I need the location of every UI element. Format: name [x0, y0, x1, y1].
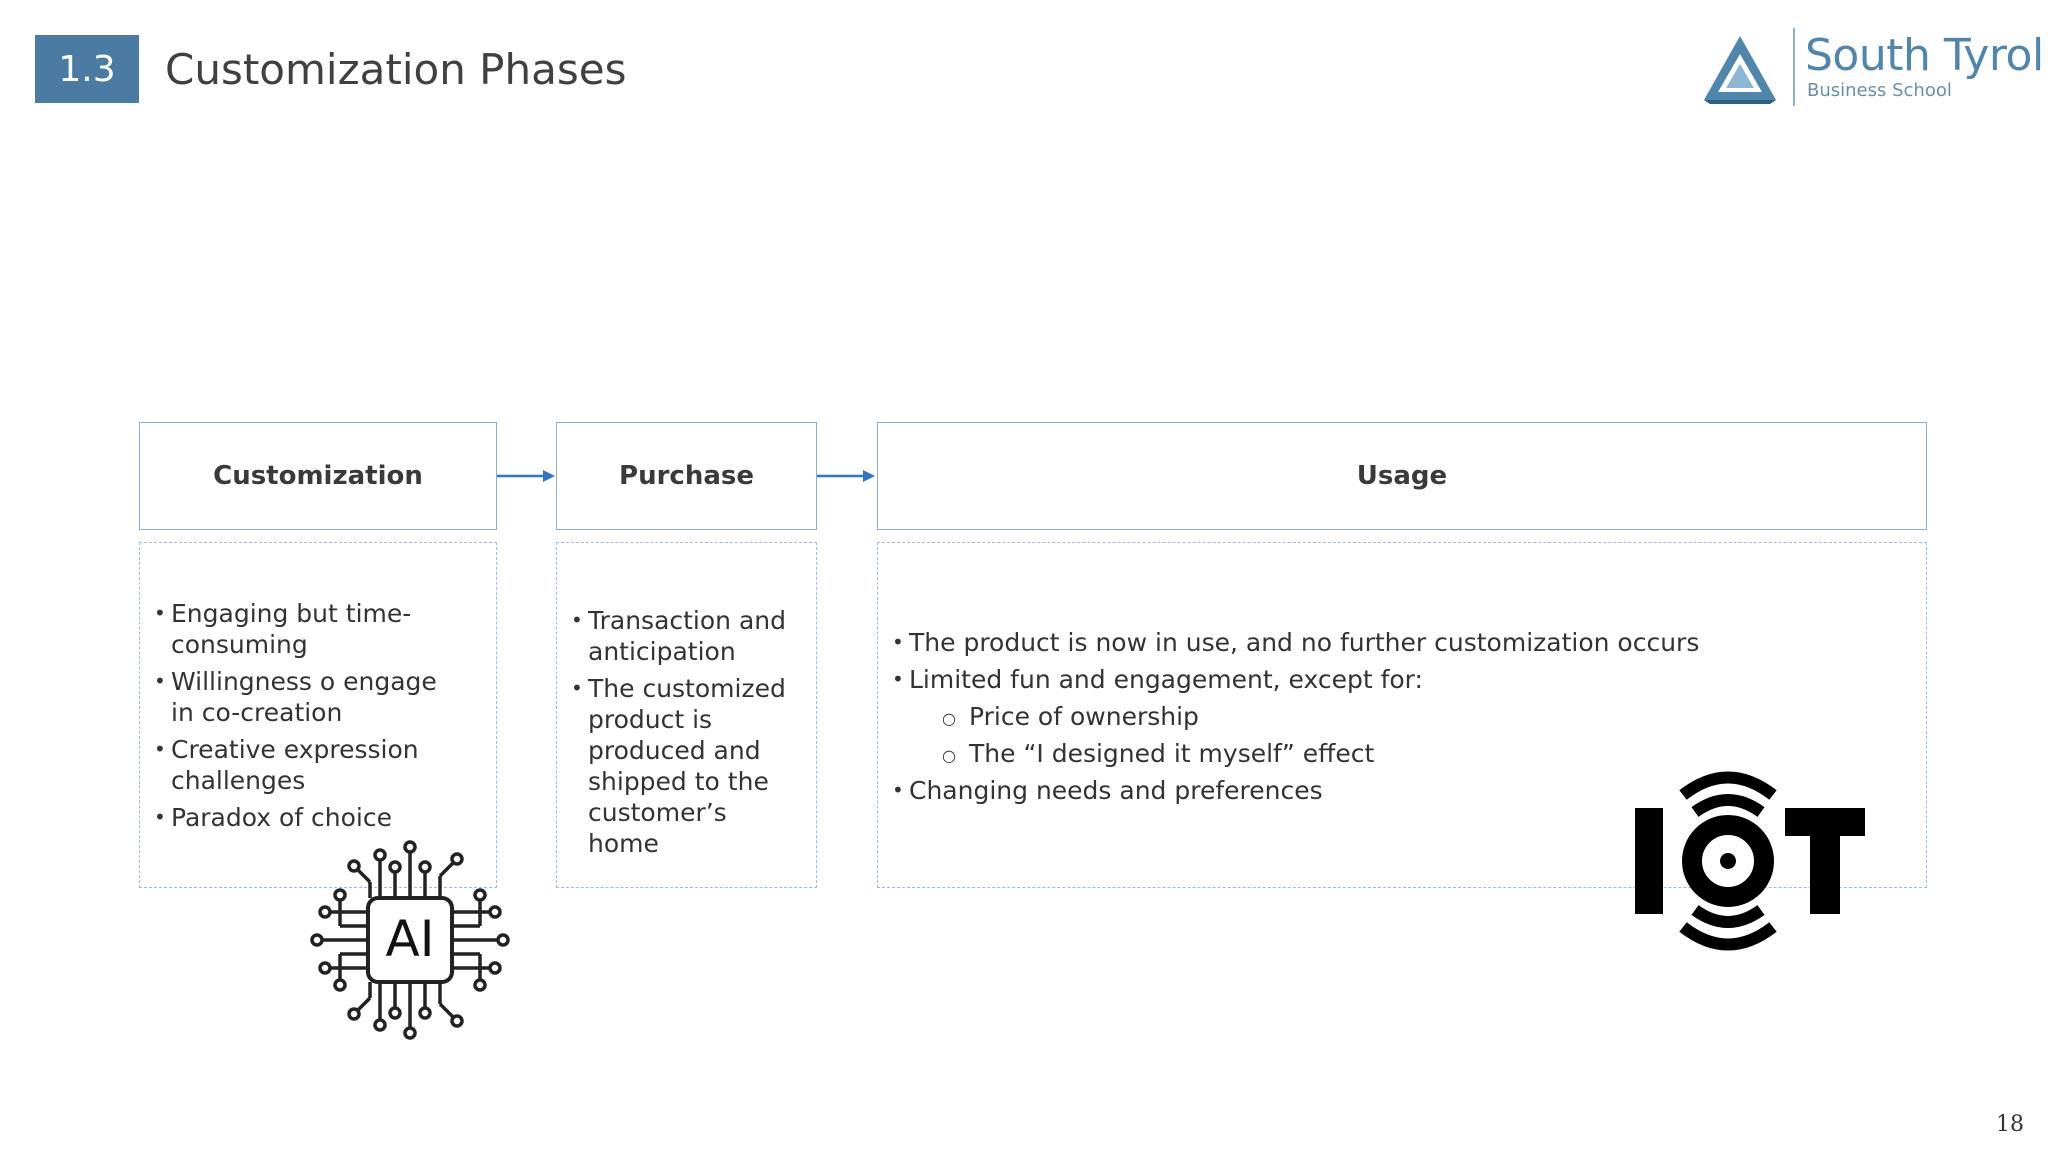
- page-number: 18: [1996, 1112, 2024, 1137]
- list-item: Price of ownership: [892, 701, 1792, 734]
- iot-icon: [1635, 771, 1865, 951]
- phase-purchase-box: Purchase: [556, 422, 817, 530]
- phase-purchase-title: Purchase: [619, 461, 754, 491]
- customization-details: Engaging but time-consuming Willingness …: [139, 542, 497, 888]
- list-item: Changing needs and preferences: [892, 775, 1792, 806]
- arrow-right-icon: [817, 470, 875, 482]
- list-item: The “I designed it myself” effect: [892, 738, 1792, 771]
- phase-usage-title: Usage: [1356, 461, 1448, 491]
- list-item: The product is now in use, and no furthe…: [892, 627, 1792, 658]
- list-item: Transaction and anticipation: [571, 605, 793, 667]
- phase-customization-title: Customization: [213, 461, 423, 491]
- school-logo: South Tyrol Business School: [1700, 28, 2044, 108]
- triangle-logo-icon: [1704, 36, 1776, 104]
- list-item: The customized product is produced and s…: [571, 673, 793, 859]
- ai-label: AI: [386, 910, 435, 968]
- phase-usage-box: Usage: [877, 422, 1927, 530]
- logo-subtitle: Business School: [1807, 80, 1952, 101]
- arrow-right-icon: [497, 470, 555, 482]
- phase-customization-box: Customization: [139, 422, 497, 530]
- logo-divider: [1793, 28, 1795, 106]
- list-item: Willingness o engage in co-creation: [154, 666, 464, 728]
- ai-chip-icon: AI: [310, 840, 510, 1040]
- list-item: Paradox of choice: [154, 802, 464, 833]
- slide-title: Customization Phases: [165, 45, 627, 94]
- section-number: 1.3: [35, 35, 139, 103]
- list-item: Creative expression challenges: [154, 734, 464, 796]
- usage-details: The product is now in use, and no furthe…: [877, 542, 1927, 888]
- logo-name: South Tyrol: [1805, 30, 2044, 81]
- list-item: Limited fun and engagement, except for:: [892, 664, 1792, 695]
- list-item: Engaging but time-consuming: [154, 598, 464, 660]
- purchase-details: Transaction and anticipation The customi…: [556, 542, 817, 888]
